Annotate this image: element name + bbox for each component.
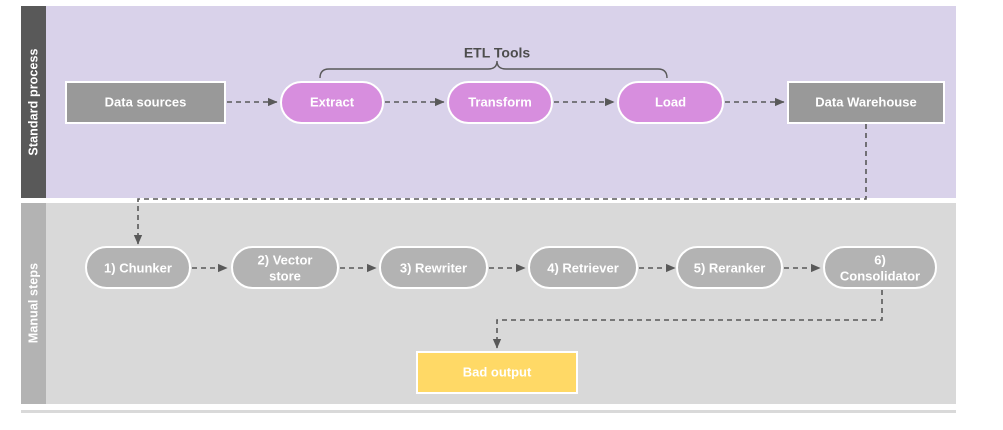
node-chunker[interactable]: 1) Chunker bbox=[85, 246, 191, 289]
node-data-warehouse[interactable]: Data Warehouse bbox=[787, 81, 945, 124]
node-rewriter-shape[interactable] bbox=[379, 246, 488, 289]
sidebar-label-standard-process: Standard process bbox=[26, 48, 40, 155]
node-consolidator[interactable]: 6) Consolidator bbox=[823, 246, 937, 289]
node-transform-label: Transform bbox=[468, 94, 532, 109]
node-vector-store-label-line2: store bbox=[269, 268, 301, 283]
node-load-shape[interactable] bbox=[617, 81, 724, 124]
node-consolidator-label-line1: 6) bbox=[874, 252, 886, 267]
node-consolidator-shape[interactable] bbox=[823, 246, 937, 289]
node-chunker-label: 1) Chunker bbox=[104, 260, 172, 275]
node-reranker[interactable]: 5) Reranker bbox=[676, 246, 783, 289]
sidebar-standard-process bbox=[21, 6, 46, 198]
sidebar-manual-steps bbox=[21, 203, 46, 404]
node-bad-output-label: Bad output bbox=[463, 364, 532, 379]
node-retriever-label: 4) Retriever bbox=[547, 260, 619, 275]
node-reranker-label: 5) Reranker bbox=[694, 260, 766, 275]
node-chunker-shape[interactable] bbox=[85, 246, 191, 289]
node-rewriter-label: 3) Rewriter bbox=[400, 260, 467, 275]
node-retriever[interactable]: 4) Retriever bbox=[528, 246, 638, 289]
node-vector-store-shape[interactable] bbox=[231, 246, 339, 289]
node-vector-store-label-line1: 2) Vector bbox=[258, 252, 313, 267]
sidebar-label-manual-steps: Manual steps bbox=[26, 263, 40, 343]
node-vector-store[interactable]: 2) Vector store bbox=[231, 246, 339, 289]
node-data-warehouse-shape[interactable] bbox=[787, 81, 945, 124]
node-data-sources-label: Data sources bbox=[105, 94, 187, 109]
node-load-label: Load bbox=[655, 94, 686, 109]
node-extract[interactable]: Extract bbox=[280, 81, 384, 124]
footer-divider bbox=[21, 410, 956, 413]
node-data-sources-shape[interactable] bbox=[65, 81, 226, 124]
node-extract-shape[interactable] bbox=[280, 81, 384, 124]
node-reranker-shape[interactable] bbox=[676, 246, 783, 289]
node-load[interactable]: Load bbox=[617, 81, 724, 124]
node-rewriter[interactable]: 3) Rewriter bbox=[379, 246, 488, 289]
etl-tools-brace-icon bbox=[319, 60, 668, 79]
node-bad-output[interactable]: Bad output bbox=[416, 351, 578, 394]
node-consolidator-label-line2: Consolidator bbox=[840, 268, 920, 283]
etl-tools-label: ETL Tools bbox=[464, 45, 531, 61]
node-retriever-shape[interactable] bbox=[528, 246, 638, 289]
node-transform-shape[interactable] bbox=[447, 81, 553, 124]
edge-data-warehouse-to-chunker bbox=[133, 124, 867, 245]
node-extract-label: Extract bbox=[310, 94, 355, 109]
node-data-warehouse-label: Data Warehouse bbox=[815, 94, 916, 109]
node-transform[interactable]: Transform bbox=[447, 81, 553, 124]
node-bad-output-shape[interactable] bbox=[416, 351, 578, 394]
node-data-sources[interactable]: Data sources bbox=[65, 81, 226, 124]
etl-tools-bracket-group: ETL Tools bbox=[319, 45, 668, 79]
